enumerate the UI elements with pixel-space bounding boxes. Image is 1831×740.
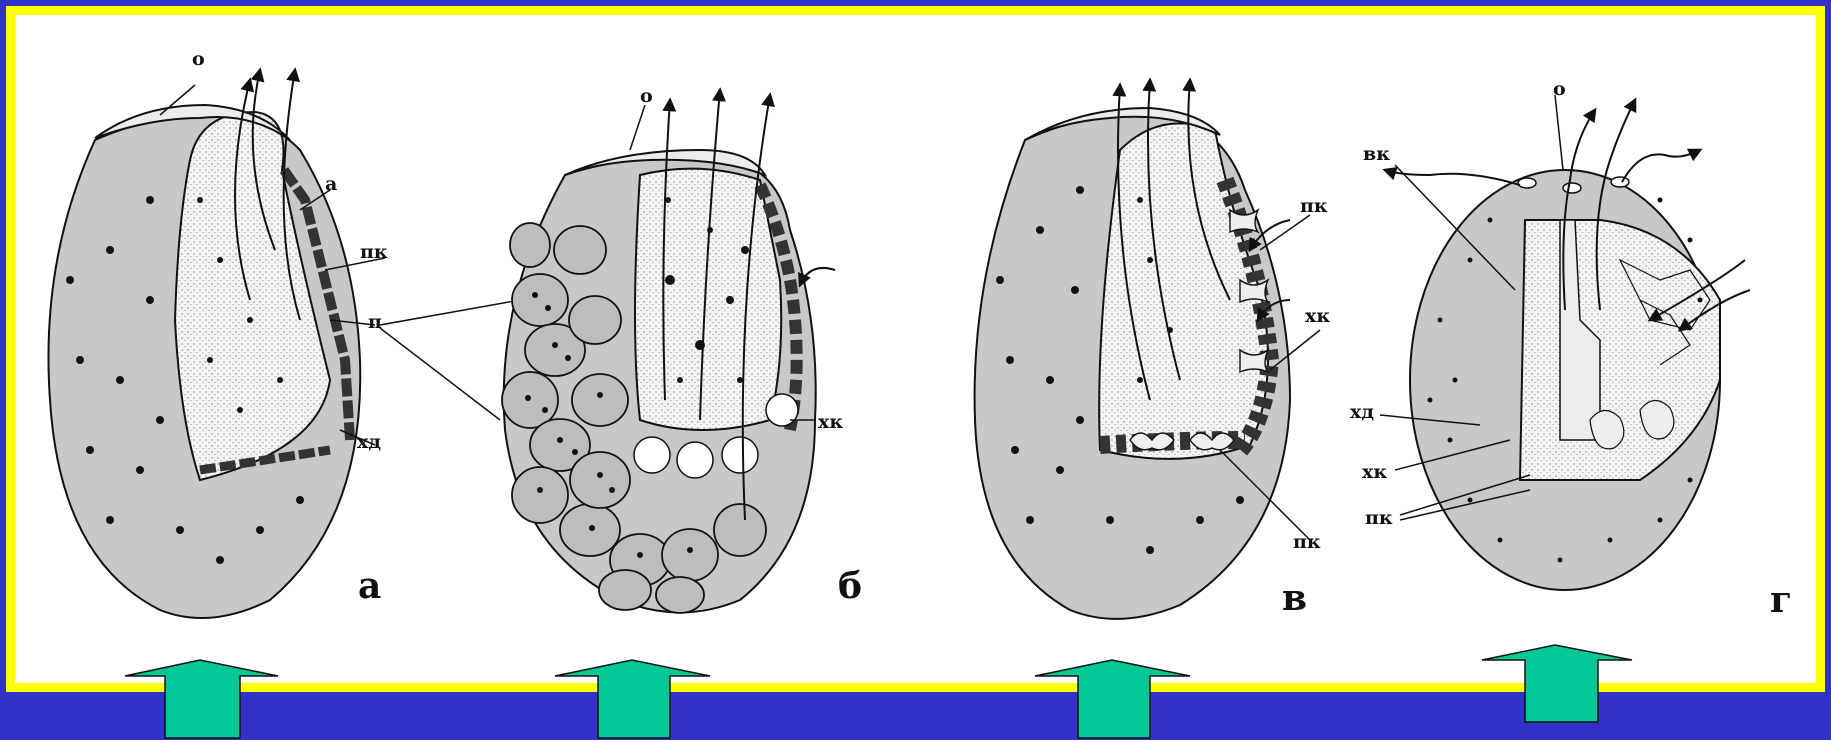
up-arrow-icon — [1035, 660, 1190, 738]
label-a-a: а — [325, 173, 337, 195]
panel-label-b: б — [838, 565, 862, 607]
figure-b: о хк б — [502, 85, 862, 613]
label-vk-g: вк — [1363, 143, 1390, 165]
up-arrow-icon — [1482, 645, 1632, 722]
label-osculum-a: о — [192, 48, 205, 70]
panel-label-a: а — [358, 565, 381, 607]
label-khd-a: хд — [357, 431, 381, 453]
figure-v: пк хк пк в — [975, 80, 1331, 619]
panel-label-v: в — [1282, 577, 1307, 619]
label-khk-v: хк — [1305, 305, 1330, 327]
label-osculum-b: о — [640, 85, 653, 107]
up-arrow-icon — [125, 660, 278, 738]
label-khd-g: хд — [1350, 401, 1374, 423]
up-arrow-icon — [555, 660, 710, 738]
figure-a: о а пк п хд а — [48, 48, 520, 618]
label-khk-b: хк — [818, 411, 843, 433]
label-osculum-g: о — [1553, 78, 1566, 100]
label-pk-g: пк — [1365, 507, 1393, 529]
label-pk-a: пк — [360, 241, 388, 263]
figure-g: о вк хд хк пк г — [1350, 78, 1792, 621]
label-pk-bottom-v: пк — [1293, 531, 1321, 553]
panel-label-g: г — [1770, 579, 1792, 621]
label-pk-top-v: пк — [1300, 195, 1328, 217]
cutaway-b — [635, 169, 781, 430]
label-khk-g: хк — [1362, 461, 1387, 483]
label-p-a: п — [368, 311, 382, 333]
